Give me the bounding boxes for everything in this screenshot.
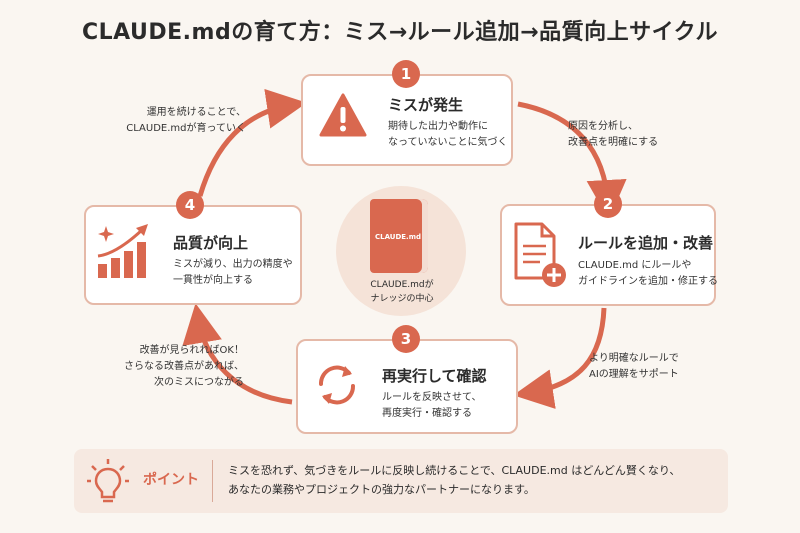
step-4-badge: 4 <box>176 191 204 219</box>
book-label: CLAUDE.md <box>374 233 422 241</box>
note-top-right: 原因を分析し、 改善点を明確にする <box>568 121 659 148</box>
point-bar <box>74 449 728 513</box>
step-2-badge: 2 <box>594 190 622 218</box>
note-bottom-right: より明確なルールで AIの理解をサポート <box>589 353 679 380</box>
arrow-3-to-4 <box>182 303 293 405</box>
page-title: CLAUDE.mdの育て方：ミス→ルール追加→品質向上サイクル <box>82 20 718 45</box>
point-label: ポイント <box>143 472 199 488</box>
step-3-title: 再実行して確認 <box>382 367 487 385</box>
step-2-title: ルールを追加・改善 <box>578 234 714 252</box>
growth-chart-icon <box>97 224 148 278</box>
step-1-title: ミスが発生 <box>388 96 464 114</box>
step-1-desc: 期待した出力や動作に なっていないことに気づく <box>388 121 508 148</box>
document-add-icon <box>514 222 566 287</box>
warning-icon <box>319 93 367 137</box>
point-divider <box>212 460 213 502</box>
step-3-box <box>296 339 518 434</box>
step-3-badge: 3 <box>392 325 420 353</box>
step-4-title: 品質が向上 <box>173 234 249 252</box>
step-3-desc: ルールを反映させて、 再度実行・確認する <box>382 392 482 419</box>
center-label: CLAUDE.mdが ナレッジの中心 <box>370 280 434 304</box>
step-2-desc: CLAUDE.md にルールや ガイドラインを追加・修正する <box>578 260 718 287</box>
note-bottom-left: 改善が見られればOK！ さらなる改善点があれば、 次のミスにつながる <box>124 345 244 388</box>
point-text: ミスを恐れず、気づきをルールに反映し続けることで、CLAUDE.md はどんどん… <box>228 464 681 496</box>
arrow-4-to-1 <box>197 88 307 197</box>
arrow-2-to-3 <box>513 307 607 409</box>
note-top-left: 運用を続けることで、 CLAUDE.mdが育っていく <box>126 107 246 134</box>
step-1-badge: 1 <box>392 60 420 88</box>
book-icon <box>370 199 428 273</box>
step-4-box <box>84 205 302 305</box>
step-4-desc: ミスが減り、出力の精度や 一貫性が向上する <box>173 259 293 286</box>
refresh-icon <box>318 365 356 405</box>
arrow-1-to-2 <box>517 101 627 220</box>
lightbulb-icon <box>87 459 129 503</box>
